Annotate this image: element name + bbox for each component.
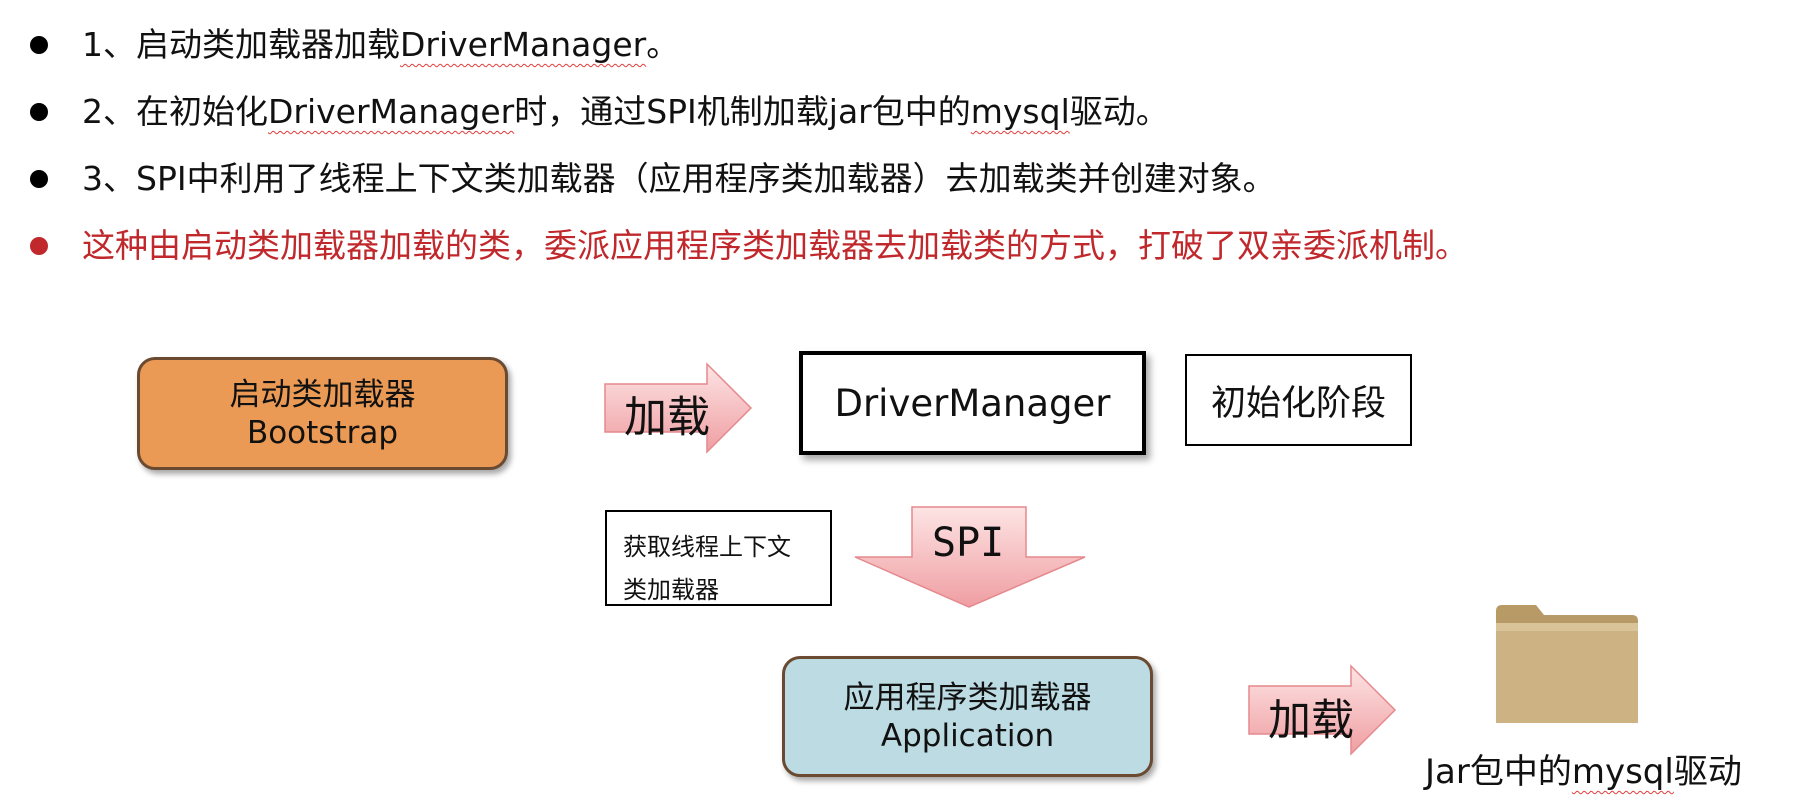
- bullet-text: 2、在初始化: [82, 92, 268, 131]
- spi-down-arrow-icon: [854, 506, 1086, 608]
- bootstrap-loader-box: 启动类加载器 Bootstrap: [137, 357, 508, 470]
- bullet-text: 时，通过SPI机制加载jar包中的: [514, 92, 971, 131]
- bullet-text: 驱动。: [1069, 92, 1169, 131]
- bullet-dot-icon: [30, 237, 48, 255]
- get-context-loader-box: 获取线程上下文 类加载器: [605, 510, 832, 606]
- load-arrow-label: 加载: [1268, 696, 1354, 746]
- application-sublabel: Application: [880, 717, 1055, 754]
- load-arrow-icon: [1248, 664, 1397, 756]
- application-loader-box: 应用程序类加载器 Application: [782, 656, 1153, 777]
- application-label: 应用程序类加载器: [843, 679, 1092, 716]
- get-context-line2: 类加载器: [623, 576, 719, 604]
- load-arrow-label: 加载: [624, 393, 710, 443]
- bullet-text: 。: [646, 25, 680, 64]
- bullet-term: DriverManager: [400, 25, 647, 64]
- load-arrow-icon: [604, 362, 753, 454]
- bullet-text: 这种由启动类加载器加载的类，委派应用程序类加载器去加载类的方式，打破了双亲委派机…: [82, 226, 1468, 265]
- bullet-dot-icon: [30, 103, 48, 121]
- driver-manager-box: DriverManager: [799, 351, 1146, 455]
- mysql-term: mysql: [1571, 752, 1674, 792]
- driver-manager-label: DriverManager: [834, 381, 1111, 425]
- bullet-dot-icon: [30, 170, 48, 188]
- bootstrap-sublabel: Bootstrap: [246, 414, 399, 451]
- bullet-term: DriverManager: [268, 92, 515, 131]
- folder-icon: [1496, 605, 1638, 723]
- bullet-dot-icon: [30, 36, 48, 54]
- bullet-text: 1、启动类加载器加载: [82, 25, 400, 64]
- bullet-text: 3、SPI中利用了线程上下文类加载器（应用程序类加载器）去加载类并创建对象。: [82, 159, 1276, 198]
- jar-driver-label: Jar包中的mysql驱动: [1425, 752, 1742, 792]
- init-phase-box: 初始化阶段: [1185, 354, 1412, 446]
- bullet-term: mysql: [970, 92, 1070, 131]
- get-context-line1: 获取线程上下文: [623, 533, 791, 561]
- bootstrap-label: 启动类加载器: [229, 376, 416, 413]
- init-phase-label: 初始化阶段: [1210, 383, 1386, 424]
- spi-arrow-label: SPI: [932, 520, 1005, 566]
